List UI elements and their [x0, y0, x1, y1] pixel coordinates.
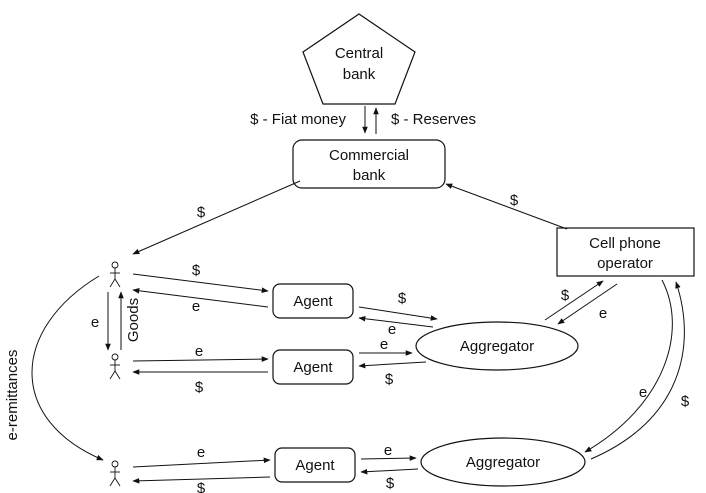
agg1-operator-emoney-label: e — [599, 305, 607, 322]
agg1-to-operator-dollar-arrow — [544, 280, 604, 321]
central-bank-label-line1: Central — [335, 45, 383, 62]
agent1-agg1-emoney-label: e — [388, 321, 396, 338]
operator-agg2-dollar-label: $ — [681, 393, 690, 410]
cell-operator-label-line1: Cell phone — [589, 235, 661, 252]
operator-agg2-emoney-label: e — [639, 384, 647, 401]
aggregator-2-label: Aggregator — [466, 454, 540, 471]
p2-agent2-dollar-label: $ — [195, 379, 204, 396]
commercial-bank-label-line1: Commercial — [329, 147, 409, 164]
agent1-to-p1-emoney-arrow — [132, 288, 269, 308]
bank-to-customer-arrow — [132, 180, 301, 255]
agent3-agg2-emoney-label: e — [384, 442, 392, 459]
agent-3-label: Agent — [295, 457, 335, 474]
cell-operator-label-line2: operator — [597, 255, 653, 272]
p3-to-agent3-emoney-arrow — [132, 457, 271, 468]
agg1-to-agent1-emoney-arrow — [358, 315, 434, 328]
agent2-agg1-dollar-label: $ — [385, 371, 394, 388]
operator-to-bank-arrow — [445, 183, 568, 230]
p3-agent3-dollar-label: $ — [197, 480, 206, 493]
agg2-to-operator-dollar-arrow — [590, 281, 685, 460]
cell-phone-operator-node: Cell phone operator — [556, 227, 695, 277]
p1-to-agent1-dollar-arrow — [132, 273, 269, 293]
commercial-bank-label-line2: bank — [353, 167, 386, 184]
operator-to-agg2-emoney-arrow — [584, 279, 673, 453]
agg1-to-agent2-dollar-arrow — [358, 361, 427, 369]
e-remittances-arrow — [31, 275, 104, 461]
p2-agent2-emoney-label: e — [195, 343, 203, 360]
agent1-agg1-dollar-label: $ — [398, 290, 407, 307]
p1-p2-emoney-label: e — [91, 314, 99, 331]
agent-1-label: Agent — [293, 293, 333, 310]
agent3-to-agg2-emoney-arrow — [360, 455, 417, 461]
fiat-money-label: $ - Fiat money — [250, 111, 346, 128]
bank-to-customer-dollar-label: $ — [197, 204, 206, 221]
agent-node-2: Agent — [272, 349, 354, 385]
aggregator-node-1: Aggregator — [415, 321, 579, 371]
commercial-bank-node: Commercial bank — [292, 139, 446, 189]
p2-to-agent2-emoney-arrow — [132, 356, 269, 362]
p1-agent1-emoney-label: e — [192, 298, 200, 315]
agg1-operator-dollar-label: $ — [561, 287, 570, 304]
p1-agent1-dollar-label: $ — [192, 262, 201, 279]
operator-to-agg1-emoney-arrow — [557, 283, 618, 325]
agent-node-1: Agent — [272, 283, 354, 319]
central-bank-node: Central bank — [302, 13, 416, 105]
p3-agent3-emoney-label: e — [197, 444, 205, 461]
aggregator-node-2: Aggregator — [420, 437, 586, 487]
reserves-label: $ - Reserves — [391, 111, 476, 128]
agent3-to-p3-dollar-arrow — [132, 476, 271, 484]
person-icon-2 — [109, 353, 121, 380]
agent3-agg2-dollar-label: $ — [386, 475, 395, 492]
goods-label: Goods — [125, 298, 142, 342]
e-remittances-label: e-remittances — [4, 350, 21, 441]
person-icon-3 — [109, 460, 121, 487]
person-icon-1 — [109, 261, 121, 288]
operator-to-bank-dollar-label: $ — [510, 192, 519, 209]
agent2-agg1-emoney-label: e — [380, 336, 388, 353]
aggregator-1-label: Aggregator — [460, 338, 534, 355]
agent-node-3: Agent — [274, 447, 356, 483]
agent1-to-agg1-dollar-arrow — [358, 306, 438, 321]
agg2-to-agent3-dollar-arrow — [360, 468, 419, 475]
central-bank-label-line2: bank — [343, 66, 376, 83]
agent-2-label: Agent — [293, 359, 333, 376]
